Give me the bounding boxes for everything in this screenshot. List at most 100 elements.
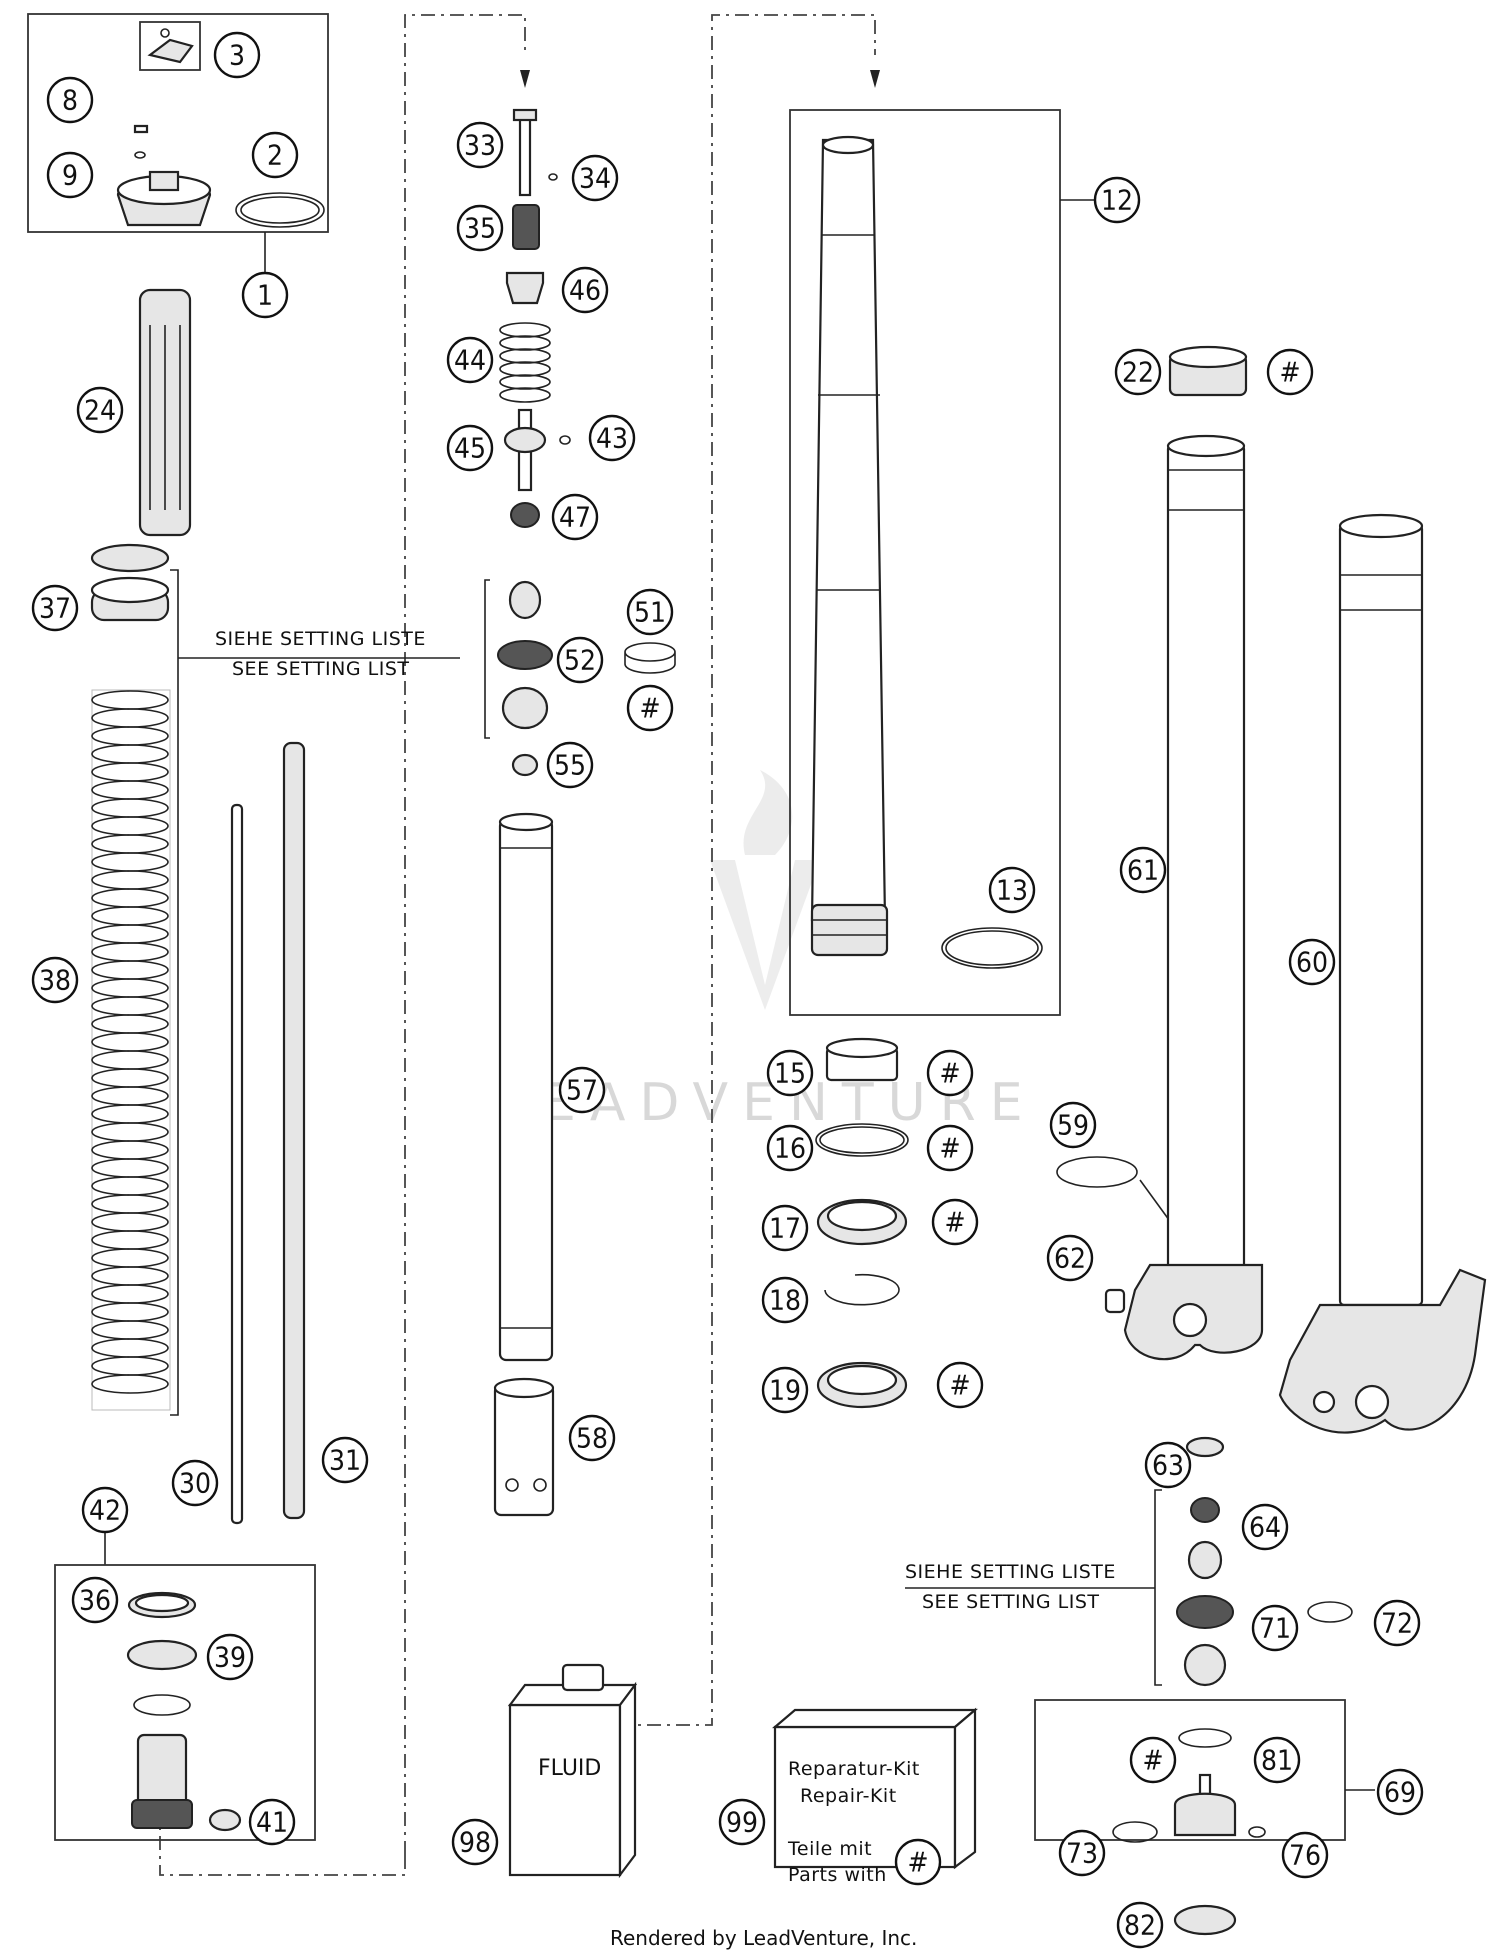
callout-30: 30 [171, 1459, 219, 1507]
svg-text:18: 18 [769, 1284, 801, 1317]
spring-coil [91, 1212, 169, 1232]
svg-text:34: 34 [579, 162, 611, 195]
inner-tubes [1056, 345, 1487, 1434]
svg-text:#: # [1279, 356, 1300, 389]
callout-44: 44 [446, 336, 494, 384]
callout-15-hash: # [926, 1049, 974, 1097]
callout-1: 1 [241, 271, 289, 319]
compression-adjuster-box [1034, 1699, 1375, 1843]
callouts: 3 8 9 2 1 24 37 38 30 31 42 36 39 41 33 … [31, 31, 1424, 1949]
svg-text:45: 45 [454, 432, 486, 465]
svg-text:13: 13 [996, 874, 1028, 907]
spring-coil [91, 1140, 169, 1160]
svg-text:99: 99 [726, 1806, 758, 1839]
footer-credit: Rendered by LeadVenture, Inc. [610, 1926, 917, 1950]
callout-37: 37 [31, 584, 79, 632]
svg-text:37: 37 [39, 592, 71, 625]
svg-text:76: 76 [1289, 1839, 1321, 1872]
callout-3: 3 [213, 31, 261, 79]
callout-45: 45 [446, 424, 494, 472]
spring-coil [91, 924, 169, 944]
callout-57: 57 [558, 1066, 606, 1114]
svg-text:61: 61 [1127, 854, 1159, 887]
spring-coil [91, 1302, 169, 1322]
spring-coil [91, 816, 169, 836]
callout-39: 39 [206, 1633, 254, 1681]
rod-30 [230, 803, 244, 1525]
svg-text:19: 19 [769, 1374, 801, 1407]
callout-42: 42 [81, 1486, 129, 1534]
mid-valve-group [905, 1436, 1353, 1687]
callout-22: 22 [1114, 348, 1162, 396]
svg-text:55: 55 [554, 749, 586, 782]
repair-kit-hash: # [907, 1846, 928, 1879]
cap-assembly-box [27, 13, 329, 280]
svg-text:73: 73 [1066, 1837, 1098, 1870]
callout-62: 62 [1046, 1234, 1094, 1282]
spring-coil [91, 1014, 169, 1034]
spring-coil [91, 1338, 169, 1358]
svg-text:62: 62 [1054, 1242, 1086, 1275]
callout-51-hash: # [626, 684, 674, 732]
fluid-bottle: FLUID [507, 1663, 638, 1879]
spring-coil [91, 1266, 169, 1286]
part-82 [1173, 1904, 1237, 1936]
spring-coil [91, 1374, 169, 1394]
cartridge-top-part [138, 288, 192, 537]
callout-61: 61 [1119, 846, 1167, 894]
spring-setting-group [90, 543, 460, 1416]
rod-31 [282, 741, 306, 1520]
spring-coil [91, 1050, 169, 1070]
svg-text:71: 71 [1259, 1612, 1291, 1645]
svg-text:9: 9 [62, 159, 78, 192]
callout-22-hash: # [1266, 348, 1314, 396]
callout-46: 46 [561, 266, 609, 314]
svg-text:41: 41 [256, 1806, 288, 1839]
callout-16-hash: # [926, 1124, 974, 1172]
callout-31: 31 [321, 1436, 369, 1484]
spring-coil [91, 1104, 169, 1124]
spring-coil [91, 726, 169, 746]
spring-coil [91, 942, 169, 962]
svg-text:8: 8 [62, 84, 78, 117]
damper-parts-column [484, 108, 676, 1517]
callout-17-hash: # [931, 1198, 979, 1246]
svg-text:#: # [949, 1369, 970, 1402]
svg-text:1: 1 [257, 279, 273, 312]
svg-text:16: 16 [774, 1132, 806, 1165]
callout-35: 35 [456, 204, 504, 252]
callout-81: 81 [1253, 1736, 1301, 1784]
spring-coil [91, 780, 169, 800]
callout-8: 8 [46, 76, 94, 124]
svg-text:98: 98 [459, 1826, 491, 1859]
spring-coil [91, 1284, 169, 1304]
spring-coil [91, 762, 169, 782]
svg-text:42: 42 [89, 1494, 121, 1527]
svg-text:31: 31 [329, 1444, 361, 1477]
svg-text:47: 47 [559, 501, 591, 534]
svg-text:81: 81 [1261, 1744, 1293, 1777]
spring-coil [91, 834, 169, 854]
spring-coil [91, 1122, 169, 1142]
base-valve-box [54, 1533, 316, 1841]
spring-coil [91, 906, 169, 926]
svg-text:3: 3 [229, 39, 245, 72]
spring-coil [91, 798, 169, 818]
spring-coil [91, 1032, 169, 1052]
svg-text:#: # [939, 1132, 960, 1165]
svg-text:#: # [1142, 1744, 1163, 1777]
svg-text:46: 46 [569, 274, 601, 307]
callout-64: 64 [1241, 1503, 1289, 1551]
callout-19: 19 [761, 1366, 809, 1414]
svg-text:51: 51 [634, 596, 666, 629]
callout-60: 60 [1288, 938, 1336, 986]
svg-text:12: 12 [1101, 184, 1133, 217]
svg-text:33: 33 [464, 129, 496, 162]
callout-15: 15 [766, 1049, 814, 1097]
spring-coil [91, 1158, 169, 1178]
spring-coil [91, 1230, 169, 1250]
spring-coil [91, 708, 169, 728]
callout-13: 13 [988, 866, 1036, 914]
callout-69: 69 [1376, 1768, 1424, 1816]
callout-55: 55 [546, 741, 594, 789]
